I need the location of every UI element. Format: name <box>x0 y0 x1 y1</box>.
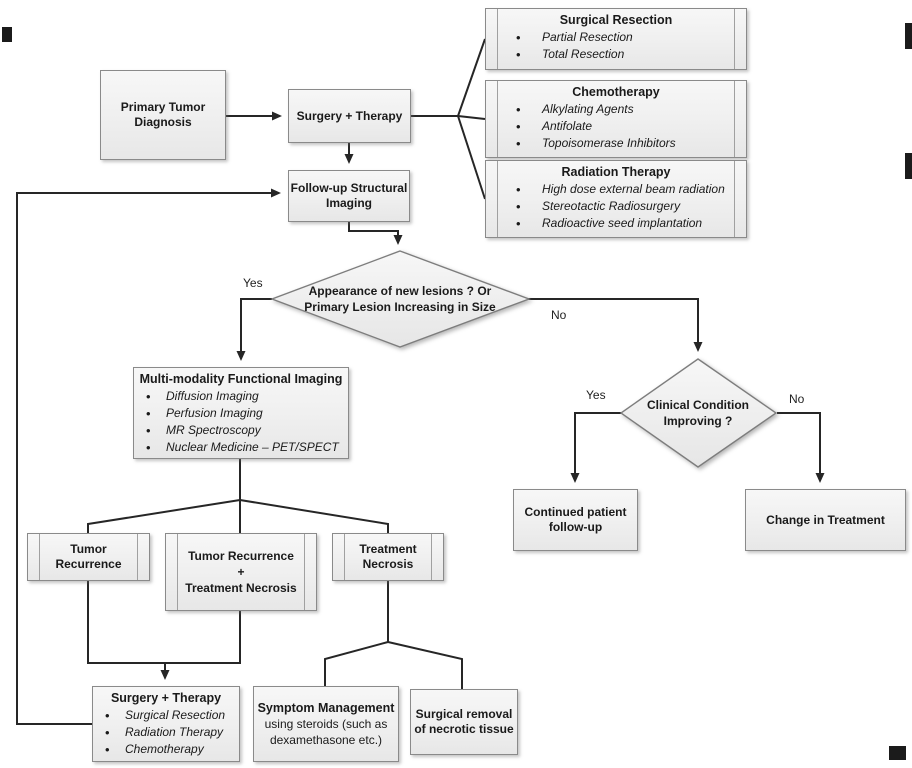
bullet-list: High dose external beam radiation Stereo… <box>486 181 746 232</box>
bullet-list: Diffusion Imaging Perfusion Imaging MR S… <box>134 388 348 456</box>
node-label: Primary Tumor Diagnosis <box>120 100 206 129</box>
list-item: MR Spectroscopy <box>146 422 344 439</box>
list-item: High dose external beam radiation <box>516 181 742 198</box>
node-tumor-recurrence: Tumor Recurrence <box>27 533 150 581</box>
bullet-list: Alkylating Agents Antifolate Topoisomera… <box>486 101 746 152</box>
node-title: Symptom Management <box>257 701 395 715</box>
list-item: Antifolate <box>516 118 742 135</box>
bullet-list: Surgical Resection Radiation Therapy Che… <box>93 707 239 758</box>
decision-clinical-label: Clinical Condition Improving ? <box>647 398 749 428</box>
node-tumor-recurrence-treatment-necrosis: Tumor Recurrence + Treatment Necrosis <box>165 533 317 611</box>
node-title: Chemotherapy <box>572 85 660 99</box>
node-body-text: using steroids (such as dexamethasone et… <box>264 717 388 747</box>
node-title: Surgery + Therapy <box>110 691 222 705</box>
node-label: Surgery + Therapy <box>296 108 403 123</box>
scan-mark-right-lower <box>905 153 912 179</box>
node-primary-tumor-diagnosis: Primary Tumor Diagnosis <box>100 70 226 160</box>
decision-new-lesions-no-label: No <box>551 308 567 322</box>
list-item: Total Resection <box>516 46 742 63</box>
node-symptom-management: Symptom Management using steroids (such … <box>253 686 399 762</box>
list-item: Chemotherapy <box>105 741 235 758</box>
list-item: Surgical Resection <box>105 707 235 724</box>
list-item: Stereotactic Radiosurgery <box>516 198 742 215</box>
node-label: Surgical removal of necrotic tissue <box>414 707 514 736</box>
scan-mark-right-upper <box>905 23 912 49</box>
node-surgical-resection: Surgical Resection Partial Resection Tot… <box>485 8 747 70</box>
node-change-in-treatment: Change in Treatment <box>745 489 906 551</box>
list-item: Topoisomerase Inhibitors <box>516 135 742 152</box>
list-item: Alkylating Agents <box>516 101 742 118</box>
list-item: Diffusion Imaging <box>146 388 344 405</box>
node-surgery-therapy-bottom: Surgery + Therapy Surgical Resection Rad… <box>92 686 240 762</box>
list-item: Partial Resection <box>516 29 742 46</box>
decision-clinical-yes-label: Yes <box>586 388 606 402</box>
scan-mark-top-left <box>2 27 12 42</box>
list-item: Perfusion Imaging <box>146 405 344 422</box>
node-label: Tumor Recurrence + Treatment Necrosis <box>185 549 297 595</box>
decision-new-lesions-yes-label: Yes <box>243 276 263 290</box>
node-label: Change in Treatment <box>766 512 885 527</box>
node-title: Radiation Therapy <box>561 165 671 179</box>
node-followup-structural-imaging: Follow-up Structural Imaging <box>288 170 410 222</box>
node-multimodality-functional-imaging: Multi-modality Functional Imaging Diffus… <box>133 367 349 459</box>
node-label: Tumor Recurrence <box>55 542 122 571</box>
node-surgical-removal: Surgical removal of necrotic tissue <box>410 689 518 755</box>
list-item: Radioactive seed implantation <box>516 215 742 232</box>
node-label: Continued patient follow-up <box>524 505 627 534</box>
scan-mark-bottom-right <box>889 746 906 760</box>
node-label: Follow-up Structural Imaging <box>290 181 408 210</box>
node-title: Multi-modality Functional Imaging <box>139 372 343 386</box>
node-radiation-therapy: Radiation Therapy High dose external bea… <box>485 160 747 238</box>
node-surgery-therapy-top: Surgery + Therapy <box>288 89 411 143</box>
node-continued-patient-followup: Continued patient follow-up <box>513 489 638 551</box>
decision-new-lesions-label: Appearance of new lesions ? Or Primary L… <box>304 284 496 314</box>
node-label: Treatment Necrosis <box>359 542 417 571</box>
decision-clinical-no-label: No <box>789 392 805 406</box>
node-title: Surgical Resection <box>559 13 673 27</box>
node-treatment-necrosis: Treatment Necrosis <box>332 533 444 581</box>
node-chemotherapy: Chemotherapy Alkylating Agents Antifolat… <box>485 80 747 158</box>
list-item: Nuclear Medicine – PET/SPECT <box>146 439 344 456</box>
list-item: Radiation Therapy <box>105 724 235 741</box>
bullet-list: Partial Resection Total Resection <box>486 29 746 63</box>
